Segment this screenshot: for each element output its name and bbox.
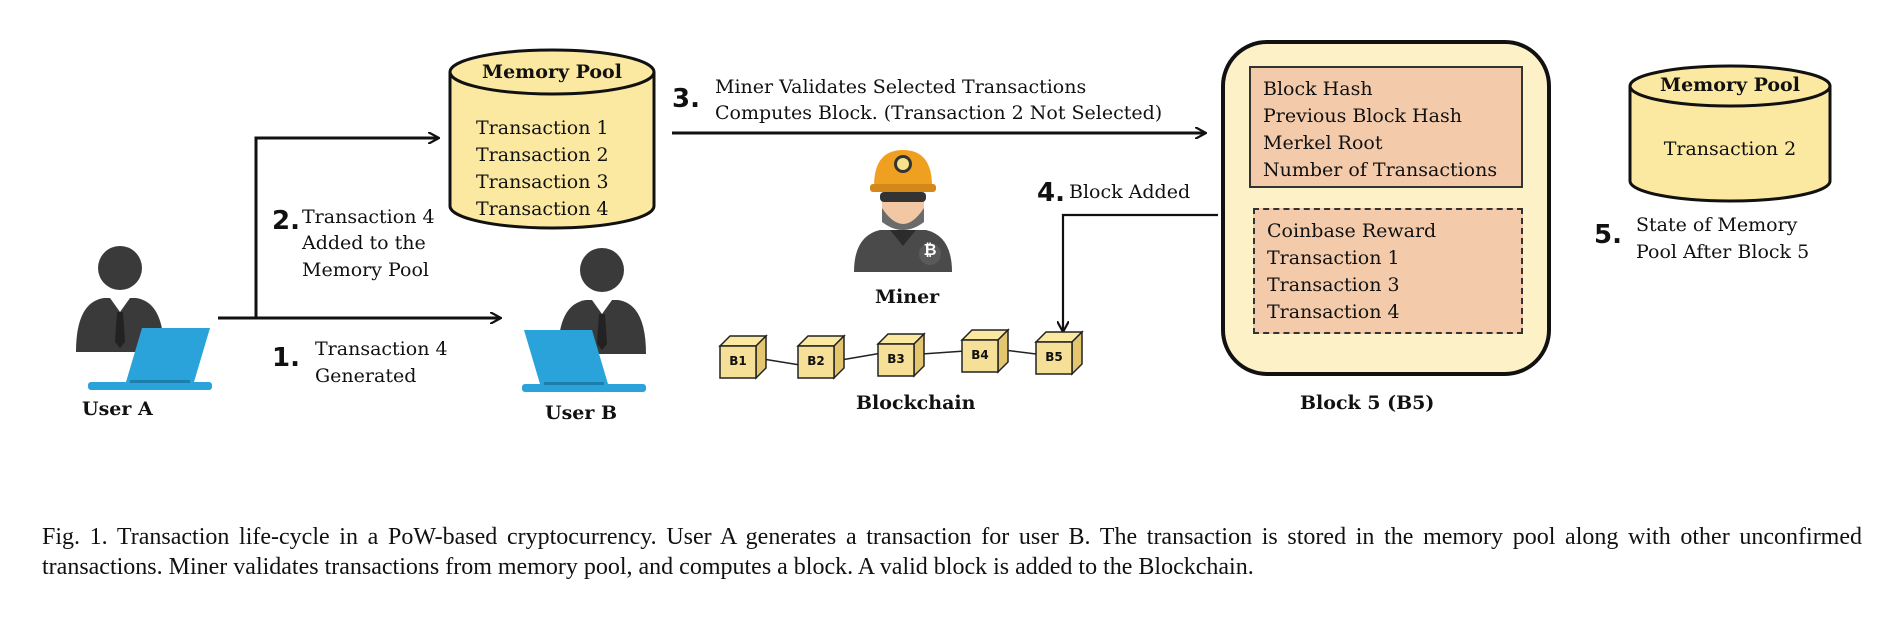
block-label: B3	[887, 352, 905, 366]
step-3-number: 3.	[672, 84, 700, 114]
step-2-text: Transaction 4	[302, 206, 435, 228]
block-label: B4	[971, 348, 989, 362]
step-3-text: Miner Validates Selected Transactions	[715, 76, 1087, 98]
coinbase-reward-field: Coinbase Reward	[1267, 220, 1437, 242]
block-label: B1	[729, 354, 747, 368]
step-5-text: Pool After Block 5	[1636, 241, 1810, 263]
pool-transaction: Transaction 1	[476, 117, 609, 139]
user-a	[70, 242, 216, 396]
block-label: B5	[1045, 350, 1063, 364]
block5-body: Coinbase Reward Transaction 1 Transactio…	[1253, 208, 1523, 334]
step-4-number: 4.	[1037, 178, 1065, 208]
previous-block-hash-field: Previous Block Hash	[1263, 105, 1462, 127]
number-of-transactions-field: Number of Transactions	[1263, 159, 1498, 181]
memory-pool-title: Memory Pool	[482, 61, 622, 83]
figure-caption: Fig. 1. Transaction life-cycle in a PoW-…	[42, 524, 1862, 580]
user-at-laptop-icon	[76, 246, 212, 390]
miner-label: Miner	[875, 286, 940, 308]
user-b	[518, 244, 664, 398]
block5-header: Block Hash Previous Block Hash Merkel Ro…	[1249, 66, 1523, 188]
memory-pool-main: Memory Pool Transaction 1 Transaction 2 …	[448, 48, 656, 230]
step-2-text: Memory Pool	[302, 259, 429, 281]
arrow-block5-to-blockchain	[1063, 213, 1218, 331]
step-2-text: Added to the	[302, 232, 426, 254]
cylinder-icon	[1628, 64, 1832, 203]
step-3-text: Computes Block. (Transaction 2 Not Selec…	[715, 102, 1163, 124]
user-a-label: User A	[82, 398, 153, 420]
pool-transaction: Transaction 3	[476, 171, 609, 193]
step-1-number: 1.	[272, 343, 300, 373]
user-at-laptop-icon	[522, 248, 646, 392]
blockchain-label: Blockchain	[856, 392, 976, 414]
block-cube-b4	[960, 328, 1010, 374]
block5: Block Hash Previous Block Hash Merkel Ro…	[1221, 40, 1551, 376]
block-cube-b1	[718, 334, 768, 380]
block-transaction: Transaction 4	[1267, 301, 1400, 323]
miner-icon	[854, 150, 952, 272]
memory-pool-after: Memory Pool Transaction 2	[1628, 64, 1832, 204]
step-5-text: State of Memory	[1636, 214, 1798, 236]
block5-label: Block 5 (B5)	[1300, 392, 1435, 414]
step-4-text: Block Added	[1069, 181, 1191, 203]
bitcoin-icon: ₿	[923, 240, 937, 259]
pool-transaction: Transaction 2	[476, 144, 609, 166]
block-transaction: Transaction 3	[1267, 274, 1400, 296]
pool-transaction: Transaction 4	[476, 198, 609, 220]
pool-transaction: Transaction 2	[1663, 138, 1797, 160]
block-cube-b3	[876, 332, 926, 378]
block-label: B2	[807, 354, 825, 368]
block-transaction: Transaction 1	[1267, 247, 1400, 269]
step-1-text: Generated	[315, 365, 417, 387]
cylinder-icon	[448, 48, 656, 230]
block-hash-field: Block Hash	[1263, 78, 1373, 100]
memory-pool-after-title: Memory Pool	[1660, 74, 1800, 96]
step-1-text: Transaction 4	[315, 338, 448, 360]
miner: ₿	[850, 142, 956, 274]
block-cube-b5	[1034, 330, 1084, 376]
step-2-number: 2.	[272, 206, 300, 236]
user-b-label: User B	[545, 402, 618, 424]
step-5-number: 5.	[1594, 220, 1622, 250]
merkel-root-field: Merkel Root	[1263, 132, 1383, 154]
blockchain-links	[762, 349, 1037, 366]
block-cube-b2	[796, 334, 846, 380]
arrow-user-a-to-memory-pool	[254, 138, 438, 318]
